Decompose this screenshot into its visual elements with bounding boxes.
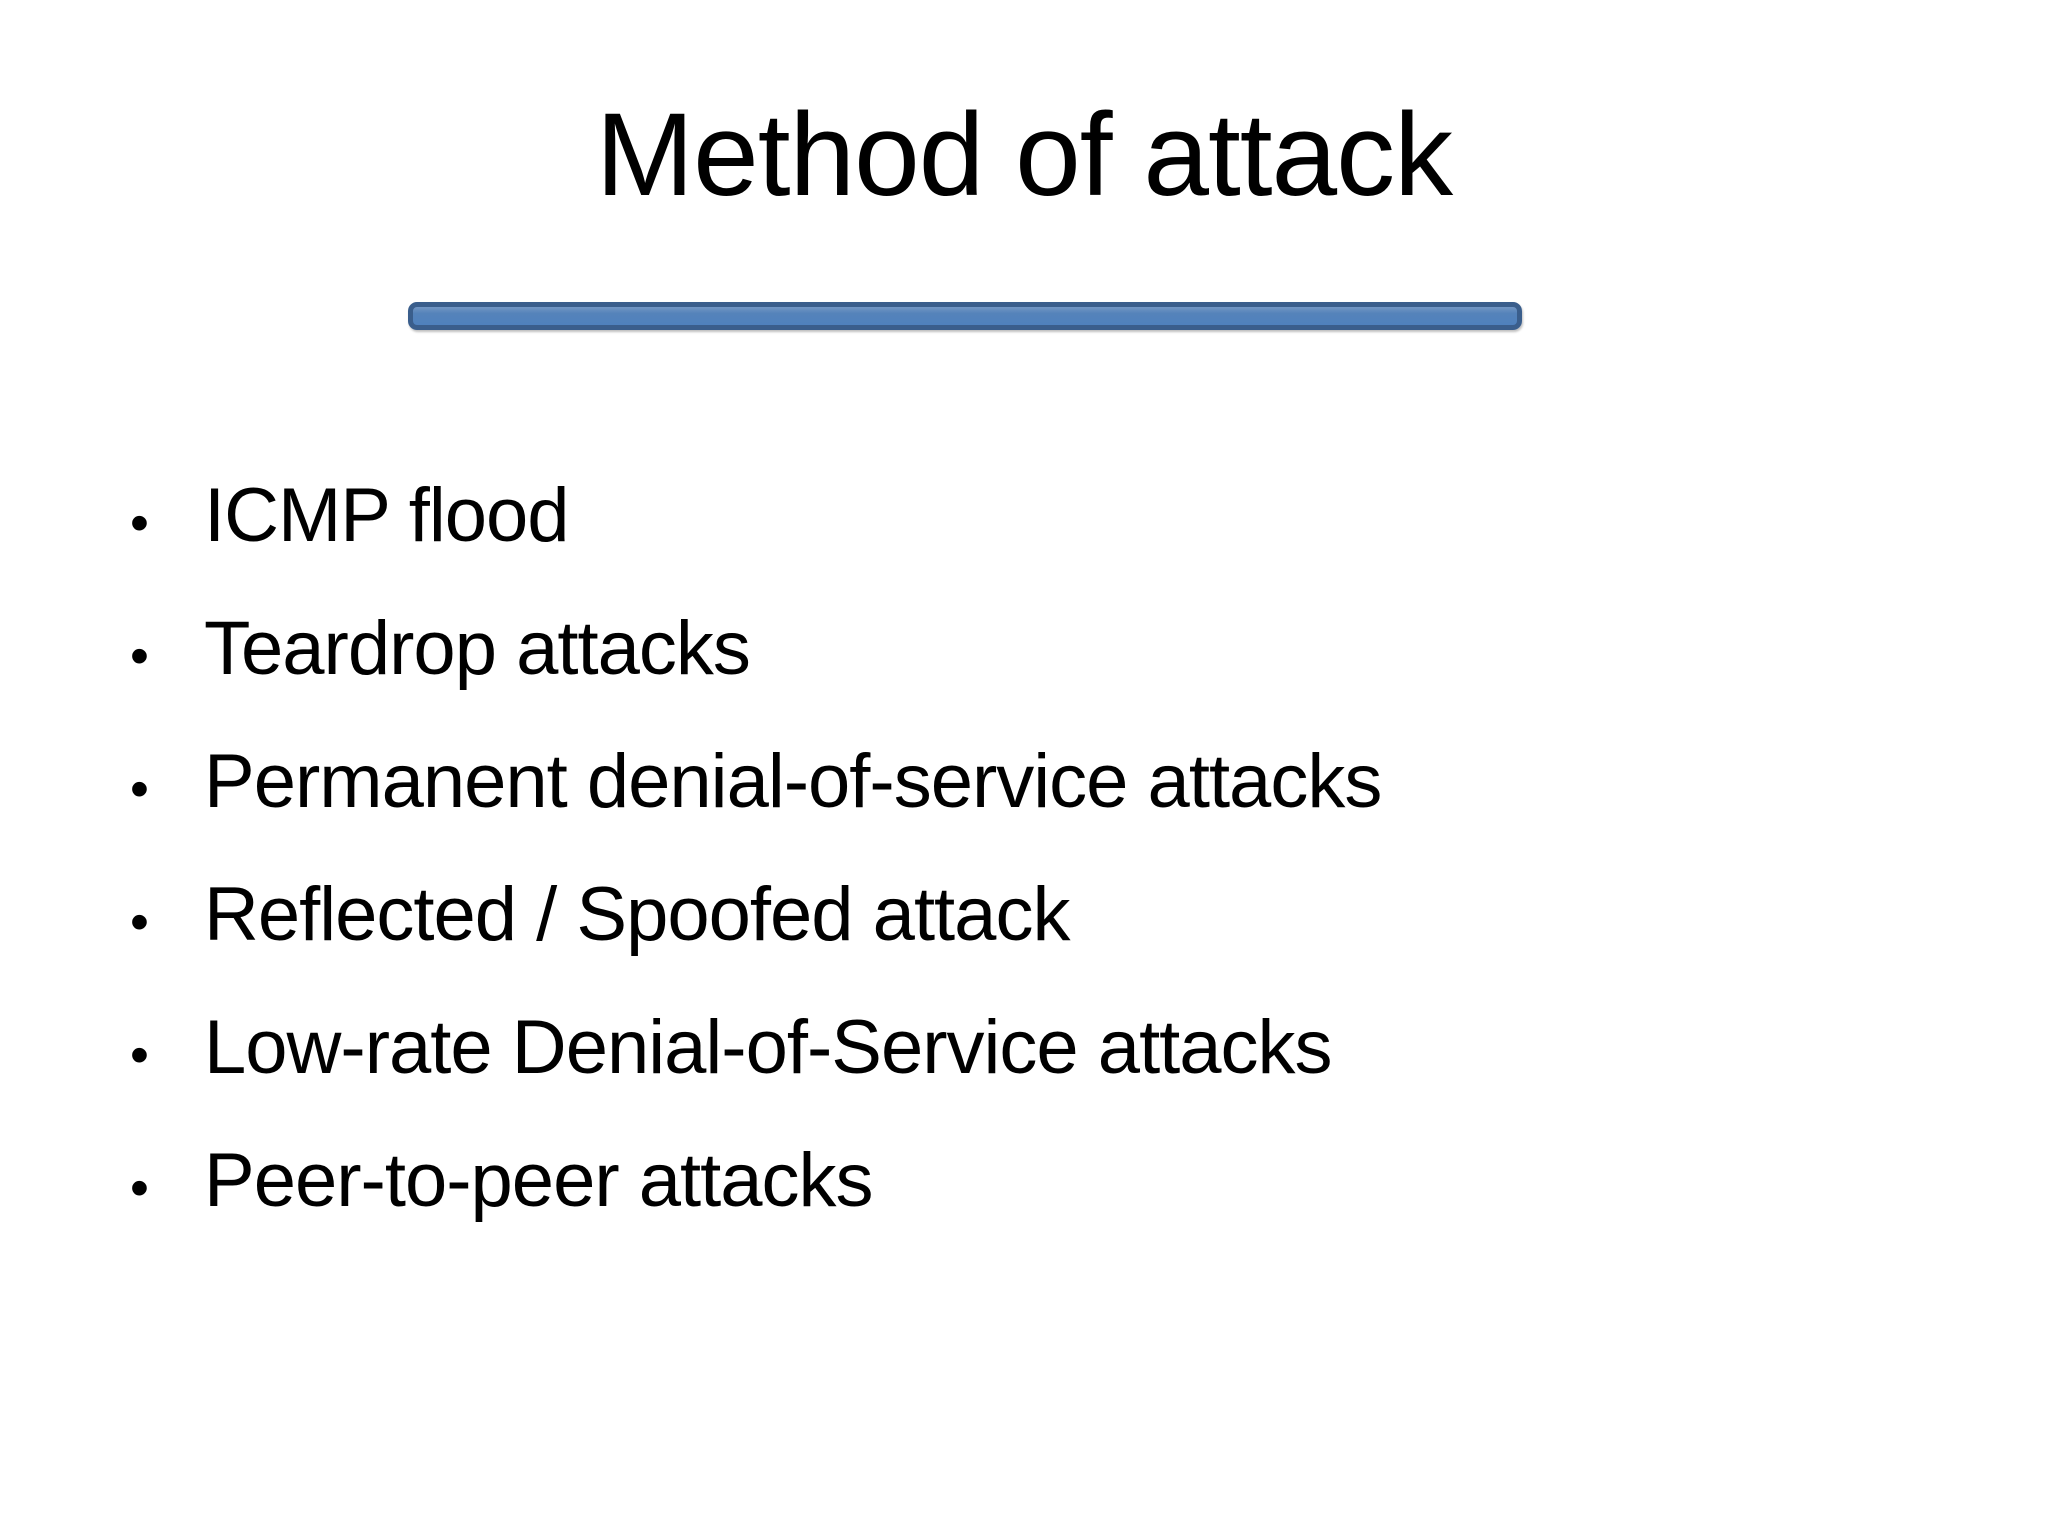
bullet-icon: • <box>130 626 149 686</box>
bullet-text: Permanent denial-of-service attacks <box>204 739 1382 824</box>
list-item: • Teardrop attacks <box>130 611 1381 687</box>
bullet-text: ICMP flood <box>204 473 570 558</box>
title-divider-bar <box>408 302 1522 330</box>
bullet-text: Reflected / Spoofed attack <box>204 872 1070 957</box>
bullet-icon: • <box>130 892 149 952</box>
list-item: • Low-rate Denial-of-Service attacks <box>130 1010 1381 1086</box>
bullet-icon: • <box>130 1158 149 1218</box>
list-item: • Reflected / Spoofed attack <box>130 877 1381 953</box>
bullet-icon: • <box>130 493 149 553</box>
bullet-text: Peer-to-peer attacks <box>204 1138 874 1223</box>
slide-title: Method of attack <box>595 89 1453 221</box>
bullet-text: Teardrop attacks <box>204 606 751 691</box>
bullet-text: Low-rate Denial-of-Service attacks <box>204 1005 1333 1090</box>
list-item: • Permanent denial-of-service attacks <box>130 739 1382 824</box>
bullet-list: • ICMP flood • Teardrop attacks • Perman… <box>130 478 1382 1276</box>
list-item: • ICMP flood <box>130 478 1381 554</box>
list-item: • Peer-to-peer attacks <box>130 1143 1381 1219</box>
bullet-icon: • <box>130 759 149 819</box>
bullet-icon: • <box>130 1025 149 1085</box>
